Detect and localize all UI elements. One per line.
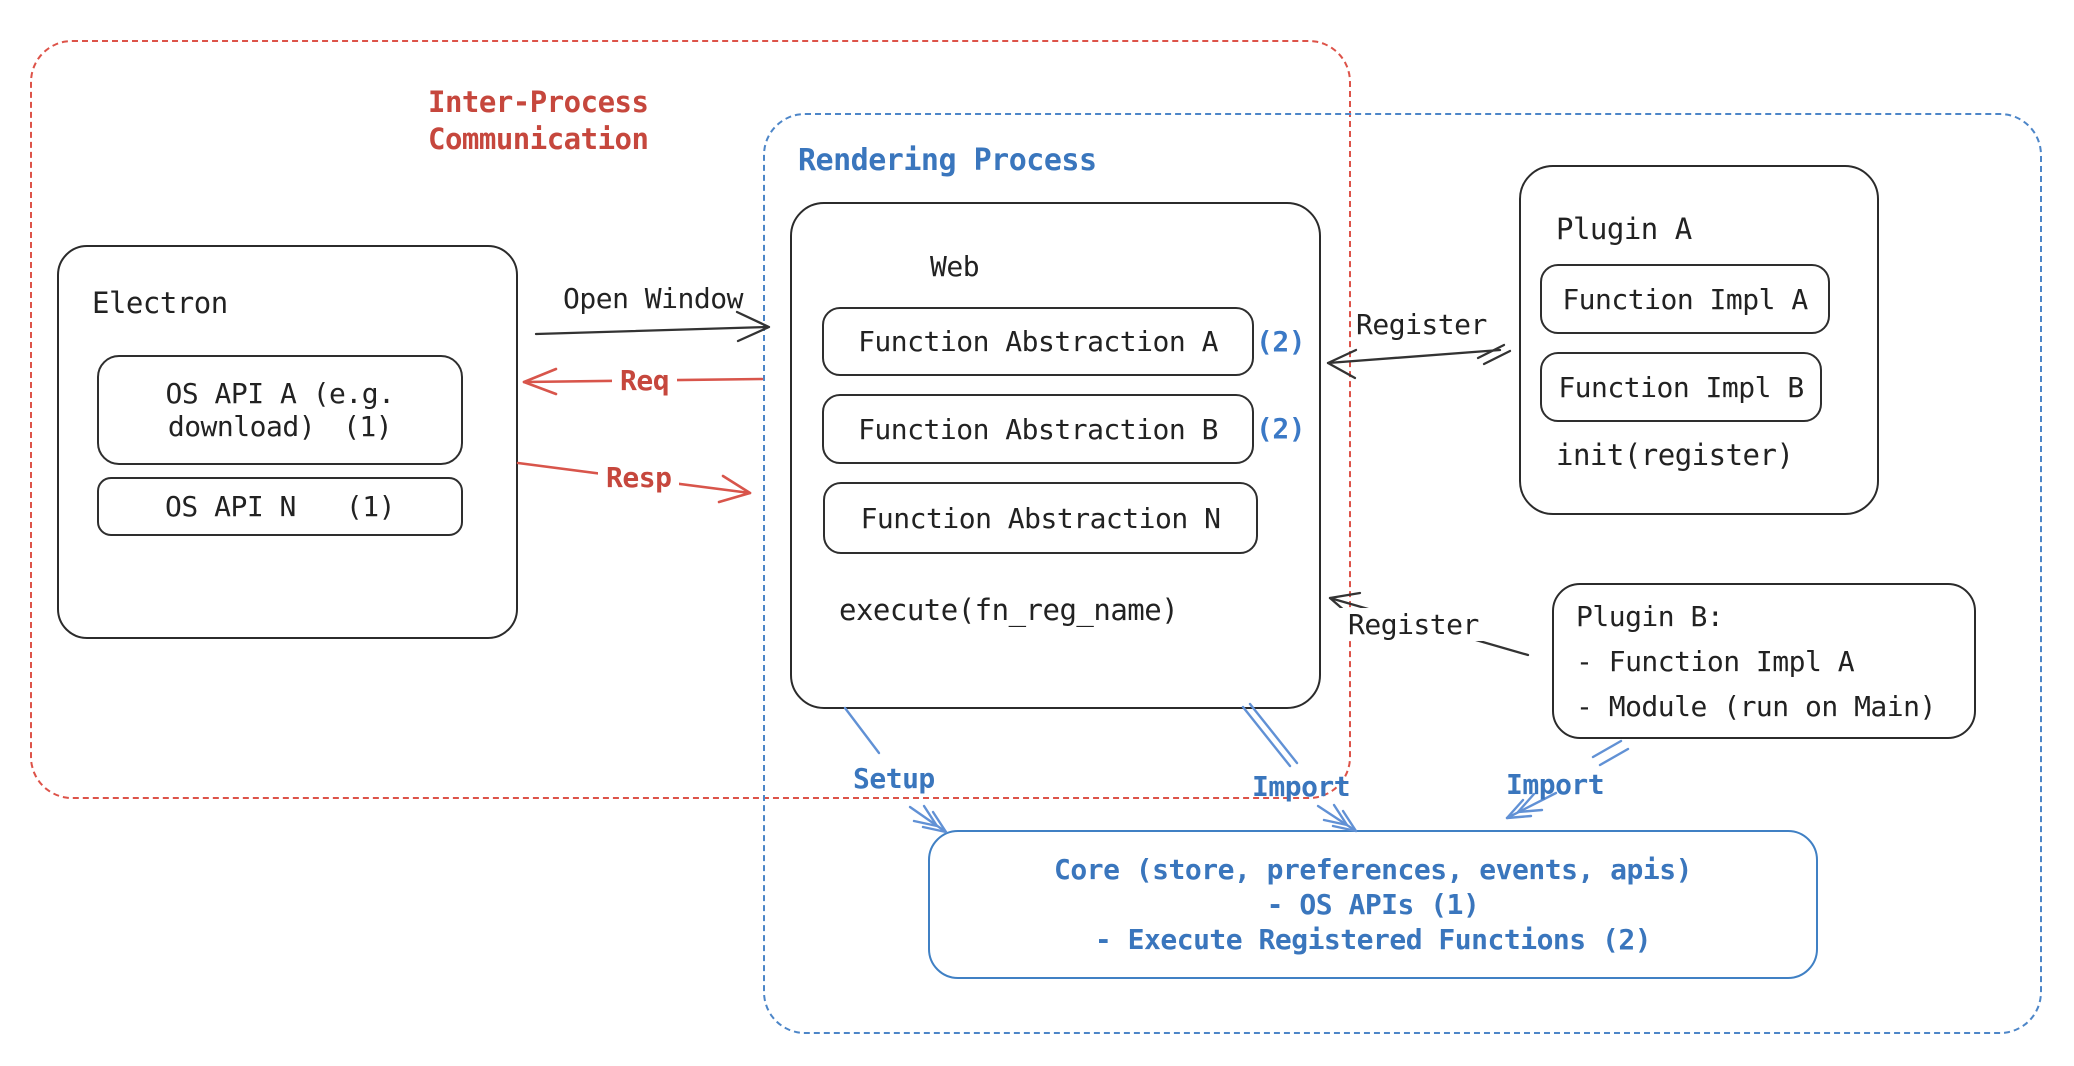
import-mid-label: Import [1252, 770, 1351, 803]
core-line-3: - Execute Registered Functions (2) [1094, 923, 1652, 956]
function-abstraction-n-label: Function Abstraction N [860, 501, 1221, 535]
register-bottom-label: Register [1340, 608, 1487, 641]
function-abstraction-a-label: Function Abstraction A [858, 325, 1218, 358]
function-abstraction-a-box: Function Abstraction A [822, 307, 1254, 376]
os-api-n-label: OS API N [165, 490, 296, 523]
function-abstraction-a-badge: (2) [1256, 325, 1306, 358]
function-impl-b-box: Function Impl B [1540, 352, 1822, 422]
plugin-b-item-1: - Function Impl A [1576, 645, 1855, 678]
core-line-2: - OS APIs (1) [1266, 888, 1480, 921]
function-abstraction-n-box: Function Abstraction N [823, 482, 1258, 554]
os-api-a-line2: download) [167, 410, 316, 443]
resp-label: Resp [598, 461, 680, 494]
rendering-process-label: Rendering Process [798, 143, 1097, 178]
os-api-n-box: OS API N (1) [97, 477, 463, 536]
ipc-label-line1: Inter-Process [428, 85, 649, 119]
open-window-label: Open Window [563, 282, 743, 315]
function-abstraction-b-box: Function Abstraction B [822, 394, 1254, 464]
os-api-n-badge: (1) [345, 490, 396, 523]
function-impl-a-box: Function Impl A [1540, 264, 1830, 334]
ipc-label-line2: Communication [428, 122, 649, 156]
os-api-a-badge: (1) [343, 410, 393, 443]
os-api-a-line1: OS API A (e.g. [165, 377, 395, 410]
plugin-b-item-2: - Module (run on Main) [1576, 690, 1936, 723]
os-api-a-box: OS API A (e.g. download) (1) [97, 355, 463, 465]
core-line-1: Core (store, preferences, events, apis) [1054, 853, 1692, 886]
ipc-region-border [30, 40, 1351, 799]
plugin-a-box [1519, 165, 1879, 515]
setup-label: Setup [853, 762, 935, 795]
function-impl-a-label: Function Impl A [1562, 282, 1808, 316]
electron-title: Electron [92, 286, 228, 320]
ipc-region-label: Inter-Process Communication [428, 84, 649, 158]
register-top-label: Register [1356, 308, 1487, 341]
function-impl-b-label: Function Impl B [1558, 370, 1804, 404]
rendering-process-region-border [763, 113, 2042, 1034]
core-box: Core (store, preferences, events, apis) … [928, 830, 1818, 979]
plugin-a-init-text: init(register) [1556, 438, 1794, 472]
function-abstraction-b-badge: (2) [1256, 412, 1306, 445]
plugin-a-title: Plugin A [1556, 212, 1692, 246]
web-execute-text: execute(fn_reg_name) [839, 593, 1179, 627]
plugin-b-box: Plugin B: - Function Impl A - Module (ru… [1552, 583, 1976, 739]
import-right-label: Import [1506, 768, 1605, 801]
req-label: Req [612, 364, 678, 397]
function-abstraction-b-label: Function Abstraction B [858, 412, 1218, 446]
web-title: Web [930, 250, 980, 283]
plugin-b-title: Plugin B: [1576, 600, 1724, 633]
